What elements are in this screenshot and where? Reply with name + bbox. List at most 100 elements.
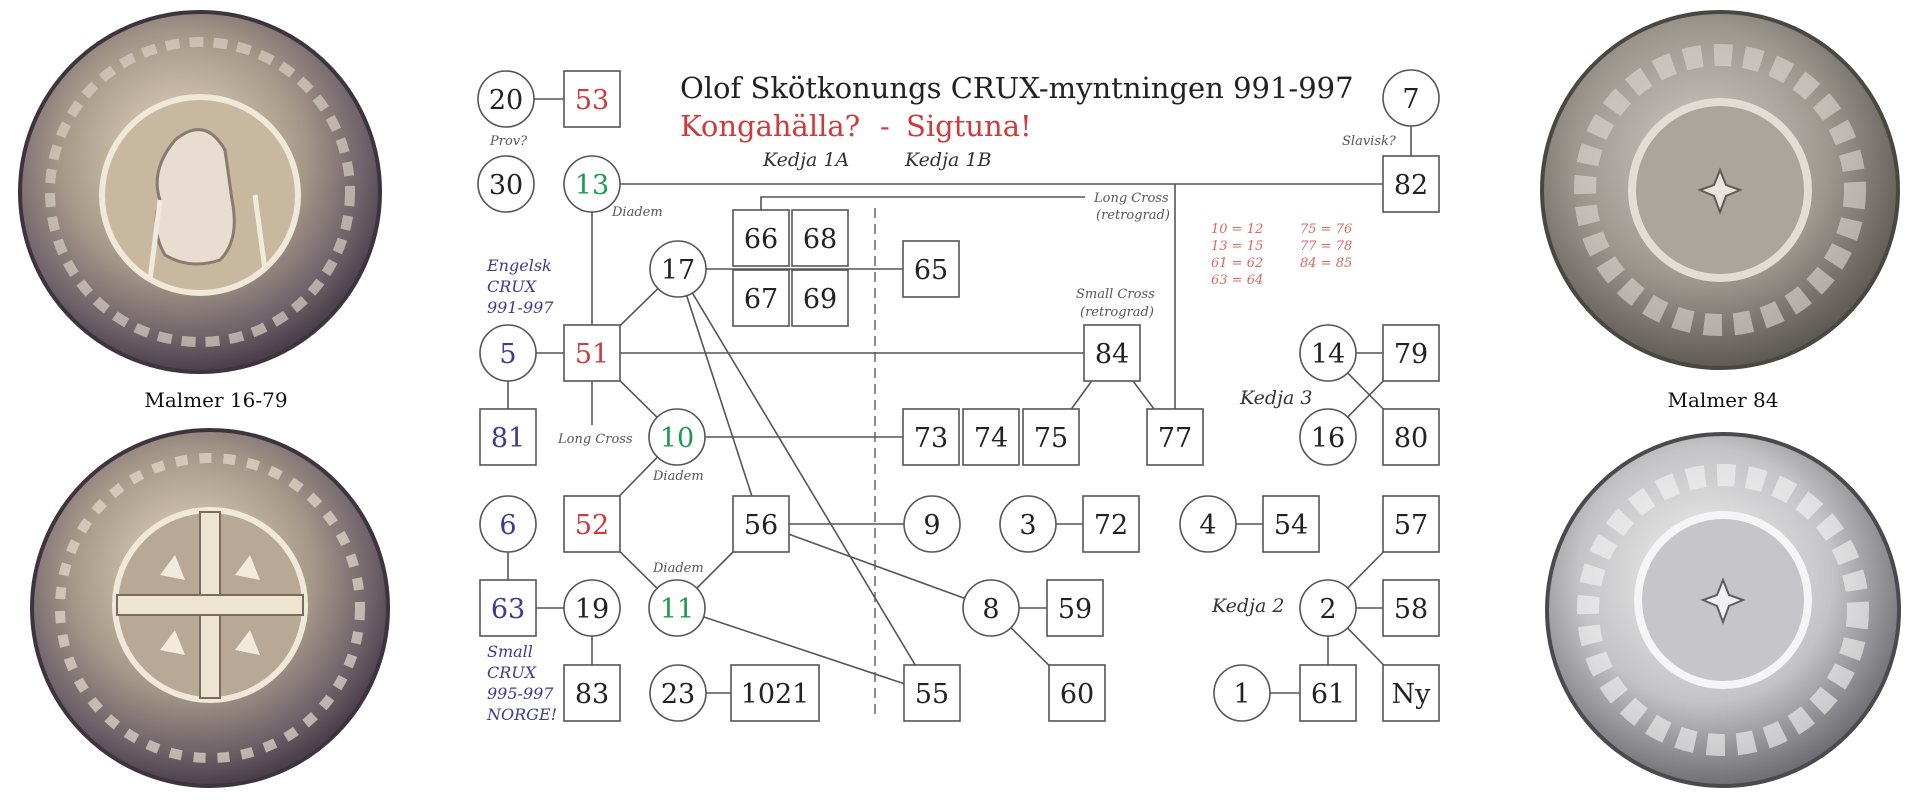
coin-bottom-left: [30, 428, 390, 788]
label-kedja-1b: Kedja 1B: [904, 149, 991, 171]
node-circle: [1213, 664, 1271, 722]
node-circle: [962, 579, 1020, 637]
node-label: 66: [744, 224, 778, 255]
label-kedja-3: Kedja 3: [1239, 387, 1312, 409]
node-75: 75: [1022, 408, 1080, 466]
equivalence-item: 75 = 76: [1300, 222, 1352, 237]
node-label: 23: [661, 679, 695, 710]
node-circle: [648, 408, 706, 466]
edge-51-17: [619, 287, 659, 327]
node-7: 7: [1382, 69, 1440, 127]
coin-top-right: [1540, 10, 1900, 370]
node-label: 11: [660, 594, 694, 625]
node-label: 56: [744, 510, 778, 541]
node-label: 10: [660, 423, 694, 454]
node-circle: [649, 664, 707, 722]
node-circle: [477, 155, 535, 213]
node-label: 67: [744, 284, 778, 315]
node-53: 53: [563, 70, 621, 128]
bust-icon: [154, 128, 236, 266]
node-label: 13: [575, 170, 609, 201]
node-60: 60: [1048, 664, 1106, 722]
subtitle-separator: -: [880, 109, 890, 143]
node-65: 65: [902, 240, 960, 298]
node-label: 16: [1311, 423, 1345, 454]
small-cross-icon: [1697, 167, 1743, 215]
node-square: [902, 240, 960, 298]
node-label: 1: [1233, 679, 1250, 710]
node-14: 14: [1299, 324, 1357, 382]
long-cross-icon: [116, 511, 304, 699]
node-circle: [1179, 495, 1237, 553]
node-square: [1082, 495, 1140, 553]
equivalence-item: 84 = 85: [1300, 256, 1352, 271]
side-note-line: Engelsk: [486, 256, 552, 275]
node-label: 8: [982, 594, 999, 625]
node-circle: [1382, 69, 1440, 127]
node-square: [732, 209, 790, 267]
node-square: [730, 664, 820, 722]
edge-84-75: [1070, 380, 1093, 410]
node-label: 69: [803, 284, 837, 315]
node-2: 2: [1299, 579, 1357, 637]
node-30: 30: [477, 155, 535, 213]
node-circle: [999, 495, 1057, 553]
node-52: 52: [563, 495, 621, 553]
note-diadem-13: Diadem: [611, 205, 663, 220]
node-label: 9: [923, 510, 940, 541]
node-19: 19: [563, 579, 621, 637]
node-label: 54: [1274, 510, 1308, 541]
node-square: [1022, 408, 1080, 466]
edge-84-77: [1132, 380, 1155, 410]
node-square: [1382, 408, 1440, 466]
node-circle: [1299, 579, 1357, 637]
equivalence-item: 13 = 15: [1211, 239, 1263, 254]
coin-top-left: [18, 10, 382, 374]
side-note-line: 995-997: [487, 684, 554, 703]
coin-caption-malmer-84: Malmer 84: [1667, 388, 1779, 412]
node-label: 57: [1394, 510, 1428, 541]
node-label: 2: [1319, 594, 1336, 625]
small-cross-icon: [1700, 577, 1746, 625]
node-square: [1382, 495, 1440, 553]
node-63: 63: [479, 579, 537, 637]
node-square: [903, 664, 961, 722]
note-small-cross-retrograd-2: (retrograd): [1080, 305, 1154, 320]
node-circle: [903, 495, 961, 553]
node-square: [1083, 324, 1141, 382]
node-square: [563, 664, 621, 722]
node-label: 65: [914, 255, 948, 286]
node-label: 80: [1394, 423, 1428, 454]
node-square: [791, 209, 849, 267]
node-54: 54: [1262, 495, 1320, 553]
side-note-line: CRUX: [487, 663, 537, 682]
side-note-engelsk-crux: Engelsk CRUX 991-997: [486, 256, 554, 317]
edge-52-11: [619, 551, 658, 589]
node-circle: [479, 495, 537, 553]
node-label: 20: [489, 85, 523, 116]
node-label: 1021: [741, 679, 810, 710]
node-label: 58: [1394, 594, 1428, 625]
edge-11-56: [696, 551, 734, 589]
node-circle: [563, 155, 621, 213]
node-label: 5: [499, 339, 516, 370]
node-square: [1382, 155, 1440, 213]
node-circle: [1299, 324, 1357, 382]
node-73: 73: [902, 408, 960, 466]
node-square: [1382, 324, 1440, 382]
side-note-line: CRUX: [487, 277, 537, 296]
note-slavisk: Slavisk?: [1342, 134, 1397, 149]
node-label: 19: [575, 594, 609, 625]
node-label: 61: [1311, 679, 1345, 710]
side-note-line: Small: [487, 642, 533, 661]
node-4: 4: [1179, 495, 1237, 553]
note-diadem-10: Diadem: [652, 469, 704, 484]
node-square: [563, 324, 621, 382]
equivalence-item: 10 = 12: [1211, 222, 1263, 237]
node-66: 66: [732, 209, 790, 267]
node-square: [563, 70, 621, 128]
side-note-small-crux: Small CRUX 995-997 NORGE!: [486, 642, 557, 724]
label-kedja-2: Kedja 2: [1211, 595, 1284, 617]
node-circle: [649, 240, 707, 298]
edges-layer: [507, 98, 1412, 694]
